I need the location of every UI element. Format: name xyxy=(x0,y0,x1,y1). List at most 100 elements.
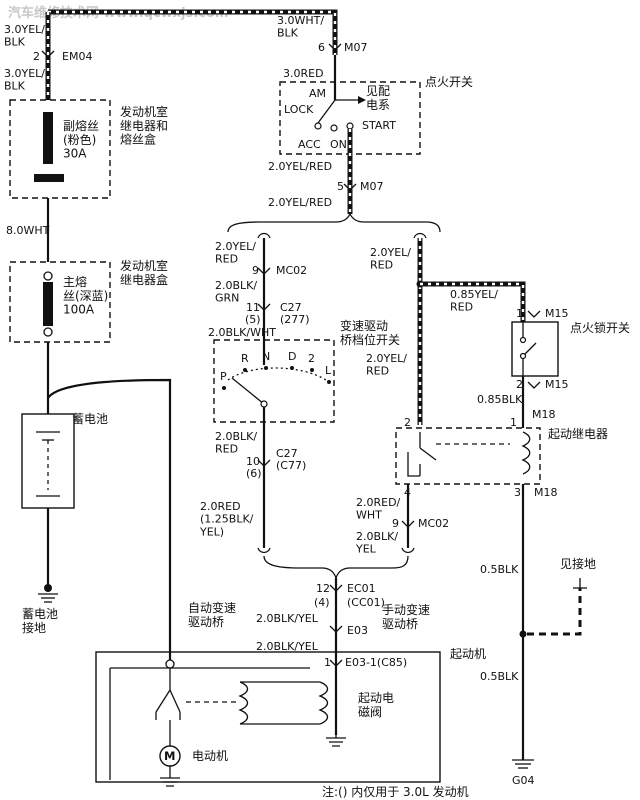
pin-5: (5) xyxy=(245,313,261,326)
c27-pin-11: 11 xyxy=(246,301,260,314)
battery-ground-label: 蓄电池接地 xyxy=(22,607,58,635)
footnote: 注:() 内仅用于 3.0L 发动机 xyxy=(322,784,469,799)
starter-contact-icon xyxy=(155,668,181,720)
g04-label: G04 xyxy=(512,774,535,787)
wire-label-manual-7: 0.5BLK xyxy=(480,563,519,576)
wire-label-manual-1: 2.0YEL/RED xyxy=(370,246,411,272)
motor-symbol: M xyxy=(164,749,175,763)
manual-wire-break-bottom-icon xyxy=(401,547,415,554)
gear-arc xyxy=(227,367,327,381)
on-contact xyxy=(346,122,354,130)
gear-switch-label: 变速驱动桥档位开关 xyxy=(340,318,400,347)
solenoid-label: 起动电磁阀 xyxy=(358,691,394,719)
gear-r: R xyxy=(241,352,249,365)
pull-coil-icon xyxy=(318,681,329,725)
gear-2: 2 xyxy=(308,352,315,365)
starter-label: 起动机 xyxy=(450,647,486,661)
mc02-manual-pin-9: 9 xyxy=(392,517,399,530)
em04-connector-icon xyxy=(41,50,55,58)
lock-switch-blade xyxy=(522,322,537,376)
left-branch: 3.0YEL/BLK 2 EM04 3.0YEL/BLK 副熔丝(粉色)30A … xyxy=(4,9,338,660)
pin-6: (6) xyxy=(246,467,262,480)
auto-wire-break-icon xyxy=(257,232,271,239)
wire-label-3red: 3.0RED xyxy=(283,67,324,80)
motor-label: 电动机 xyxy=(192,749,228,763)
starter-relay-label: 起动继电器 xyxy=(548,427,608,441)
pin-4: (4) xyxy=(314,596,330,609)
mc02-manual-connector-icon xyxy=(401,520,415,528)
gear-contact-2 xyxy=(310,368,314,372)
manual-transaxle-label: 手动变速驱动桥 xyxy=(382,602,430,631)
gear-contact-l xyxy=(327,380,331,384)
e03-connector-icon xyxy=(329,625,343,633)
c77-label: (C77) xyxy=(276,459,306,472)
motor-ground-icon xyxy=(160,766,180,787)
ec01-connector-icon xyxy=(329,584,343,592)
merge-brace xyxy=(263,555,409,581)
wire-label-auto-3: 2.0BLK/WHT xyxy=(208,326,276,339)
c27-connector-icon xyxy=(257,303,271,311)
battery-feed-wire xyxy=(48,9,338,55)
gear-contact-p xyxy=(222,386,226,390)
wire-label-manual-2: 0.85YEL/RED xyxy=(450,288,498,314)
main-fuse-terminal xyxy=(43,271,53,281)
em04-label: EM04 xyxy=(62,50,92,63)
ignition-start: START xyxy=(362,119,396,132)
lock-switch-contact-2 xyxy=(519,352,527,360)
m07-label-bottom: M07 xyxy=(360,180,384,193)
auto-transaxle-label: 自动变速驱动桥 xyxy=(188,600,236,629)
cc01-label: (CC01) xyxy=(347,596,385,609)
c27b-connector-icon xyxy=(257,459,271,467)
em04-pin: 2 xyxy=(33,50,40,63)
gear-d: D xyxy=(288,350,296,363)
e03-1-pin: 1 xyxy=(324,656,331,669)
wire-label-auto-5: 2.0RED(1.25BLK/YEL) xyxy=(199,500,254,538)
ignition-section: 3.0WHT/BLK 6 M07 3.0RED AM 见配电系 LOCK STA… xyxy=(227,14,473,233)
wire-label-manual-6: 2.0BLK/YEL xyxy=(355,530,398,556)
ignition-lock-switch-box xyxy=(511,321,559,377)
wire-label-2yel-red-1: 2.0YEL/RED xyxy=(268,160,332,173)
main-fuse-box xyxy=(9,261,111,343)
main-fuse-label: 主熔丝(深蓝)100A xyxy=(63,274,108,317)
m15-connector-icon xyxy=(527,310,541,318)
ignition-lock: LOCK xyxy=(284,103,314,116)
wire-label-3yel-blk: 3.0YEL/BLK xyxy=(4,67,45,93)
m18-label-bottom: M18 xyxy=(534,486,558,499)
see-ground-label: 见接地 xyxy=(560,556,596,571)
sub-fuse-link-icon xyxy=(34,174,64,182)
wire-label-manual-3: 2.0YEL/RED xyxy=(366,352,407,378)
ec01-label: EC01 xyxy=(347,582,376,595)
sub-fuse-icon xyxy=(43,112,53,164)
ignition-switch-blade xyxy=(317,99,336,124)
main-fuse-icon xyxy=(43,282,53,326)
wire-label-8wht: 8.0WHT xyxy=(6,224,50,237)
wire-label-manual-8: 0.5BLK xyxy=(480,670,519,683)
gear-switch-pivot xyxy=(260,400,268,408)
wire-label-2yel-red-2: 2.0YEL/RED xyxy=(268,196,332,209)
wire-label-3wht-blk: 3.0WHT/BLK xyxy=(277,14,324,40)
hold-coil-icon xyxy=(238,681,249,725)
m15-pin-2: 2 xyxy=(516,378,523,391)
m07-pin-6: 6 xyxy=(318,41,325,54)
lock-switch-feed-pattern xyxy=(420,282,525,322)
ignition-switch-label: 点火开关 xyxy=(425,75,473,89)
ground-splice-dot xyxy=(519,630,527,638)
c27b-label: C27 xyxy=(276,447,298,460)
see-ground-icon xyxy=(573,578,587,589)
auto-wire-break-bottom-icon xyxy=(257,547,271,554)
battery-box xyxy=(21,413,75,509)
wire-label-auto-1: 2.0YEL/RED xyxy=(215,240,256,266)
main-fuse-terminal-bottom xyxy=(43,327,53,337)
gear-l: L xyxy=(325,364,332,377)
m15-bottom-connector-icon xyxy=(527,381,541,389)
c27-label: C27 xyxy=(280,301,302,314)
battery-ground-point xyxy=(44,584,52,592)
wire-label-manual-5: 2.0RED/WHT xyxy=(356,496,401,522)
relay-contact-icon xyxy=(407,432,437,477)
battery-to-starter-cable xyxy=(47,378,172,660)
sub-fuse-label: 副熔丝(粉色)30A xyxy=(63,118,99,161)
gear-n: N xyxy=(262,350,270,363)
gear-switch-blade xyxy=(231,377,265,405)
